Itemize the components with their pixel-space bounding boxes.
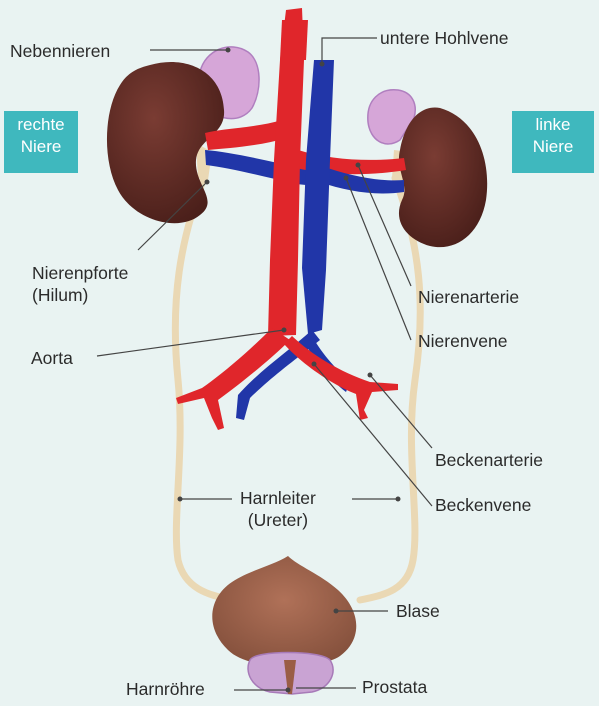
label-renal-artery: Nierenarterie xyxy=(418,286,519,308)
label-prostate: Prostata xyxy=(362,676,427,698)
label-urethra: Harnröhre xyxy=(126,678,205,700)
inferior-vena-cava xyxy=(302,60,334,334)
dot-ureter-right xyxy=(178,497,183,502)
label-ureter: Harnleiter (Ureter) xyxy=(240,487,316,531)
dot-urethra xyxy=(286,688,291,693)
label-hilum-line2: (Hilum) xyxy=(32,284,128,306)
left-kidney xyxy=(399,108,487,248)
label-ureter-line1: Harnleiter xyxy=(240,487,316,509)
right-kidney-badge: rechte Niere xyxy=(4,111,78,173)
dot-ureter-left xyxy=(396,497,401,502)
dot-aorta xyxy=(282,328,287,333)
dot-bladder xyxy=(334,609,339,614)
left-kidney-badge-line1: linke xyxy=(512,114,594,136)
right-kidney-badge-line2: Niere xyxy=(4,136,78,158)
label-ureter-line2: (Ureter) xyxy=(240,509,316,531)
left-kidney-badge: linke Niere xyxy=(512,111,594,173)
dot-adrenal xyxy=(226,48,231,53)
label-iliac-vein: Beckenvene xyxy=(435,494,531,516)
aorta-arch-top xyxy=(280,20,308,60)
left-iliac-artery xyxy=(284,336,398,420)
label-aorta: Aorta xyxy=(31,347,73,369)
dot-hilum xyxy=(205,180,210,185)
dot-iliac-vein xyxy=(312,362,317,367)
label-iliac-artery: Beckenarterie xyxy=(435,449,543,471)
dot-renal-vein xyxy=(344,176,349,181)
label-adrenal: Nebennieren xyxy=(10,40,110,62)
left-kidney-badge-line2: Niere xyxy=(512,136,594,158)
label-bladder: Blase xyxy=(396,600,440,622)
dot-iliac-artery xyxy=(368,373,373,378)
right-kidney xyxy=(107,62,224,223)
dot-ivc xyxy=(320,62,325,67)
label-hilum: Nierenpforte (Hilum) xyxy=(32,262,128,306)
label-ivc: untere Hohlvene xyxy=(380,27,508,49)
leader-iliac-artery xyxy=(370,375,432,448)
label-renal-vein: Nierenvene xyxy=(418,330,508,352)
right-kidney-badge-line1: rechte xyxy=(4,114,78,136)
label-hilum-line1: Nierenpforte xyxy=(32,262,128,284)
dot-renal-artery xyxy=(356,163,361,168)
right-iliac-artery xyxy=(176,328,290,430)
